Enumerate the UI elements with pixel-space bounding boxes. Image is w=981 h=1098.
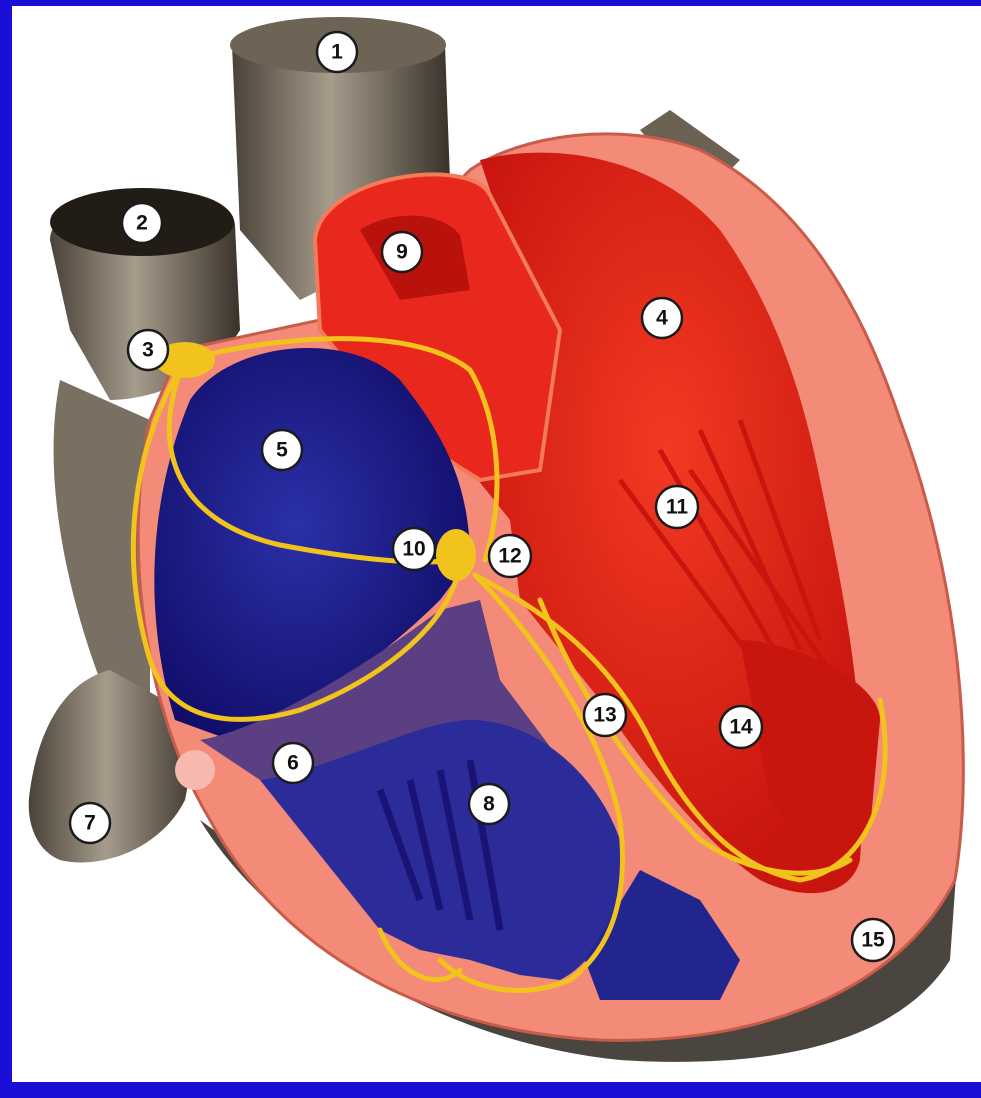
svg-text:10: 10 [402,538,425,561]
marker-15: 15 [852,919,894,961]
svg-text:13: 13 [593,704,616,727]
marker-5: 5 [262,430,302,470]
svg-text:11: 11 [666,496,689,519]
marker-9: 9 [382,232,422,272]
marker-4: 4 [642,298,682,338]
right-bundle-dot [175,750,215,790]
svg-text:14: 14 [729,716,753,739]
av-node-blob [436,529,476,581]
marker-8: 8 [469,784,509,824]
marker-13: 13 [584,694,626,736]
marker-7: 7 [70,803,110,843]
marker-11: 11 [656,486,698,528]
svg-text:2: 2 [136,212,148,235]
svg-text:8: 8 [483,793,495,816]
marker-2: 2 [122,203,162,243]
svg-text:5: 5 [276,439,288,462]
svg-text:6: 6 [287,752,299,775]
svg-text:7: 7 [84,812,96,835]
svg-text:9: 9 [396,241,408,264]
marker-10: 10 [393,528,435,570]
marker-1: 1 [317,32,357,72]
marker-12: 12 [489,535,531,577]
marker-3: 3 [128,330,168,370]
svg-text:3: 3 [142,339,154,362]
svg-text:1: 1 [331,41,343,64]
svg-text:15: 15 [861,929,885,952]
svg-text:4: 4 [656,307,668,330]
svg-text:12: 12 [498,545,521,568]
marker-14: 14 [720,706,762,748]
marker-6: 6 [273,743,313,783]
